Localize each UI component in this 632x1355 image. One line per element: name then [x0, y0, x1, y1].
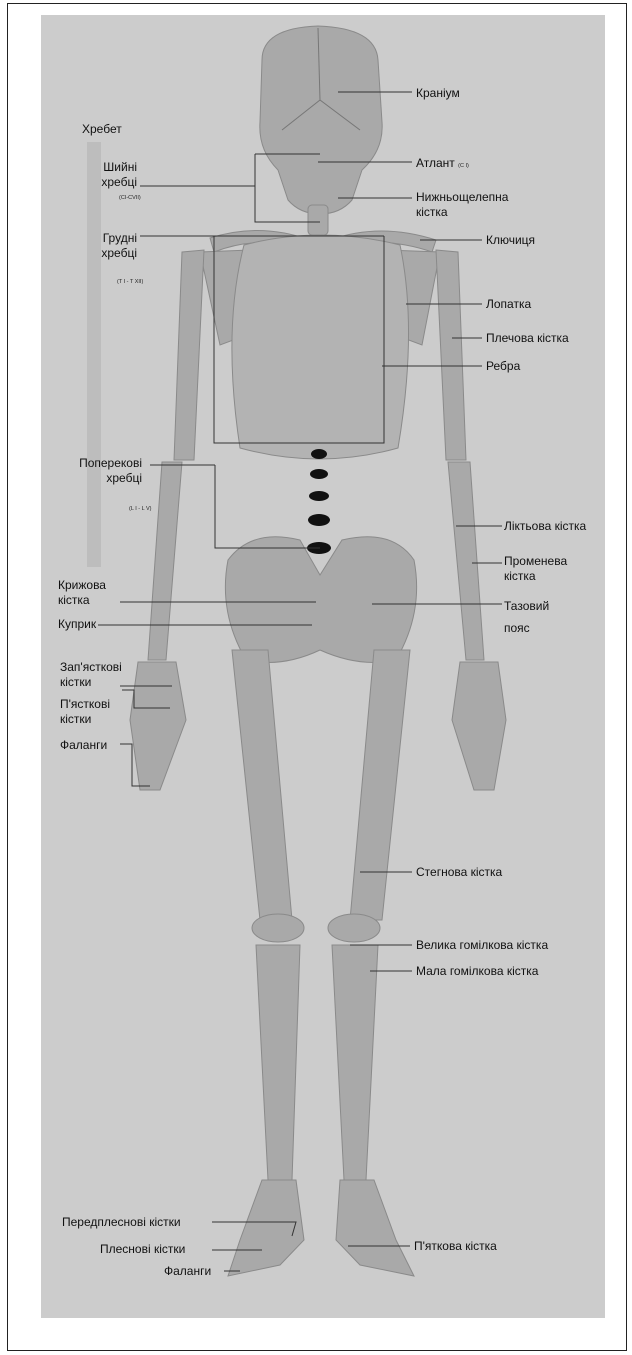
label-coccyx: Куприк — [58, 617, 96, 632]
label-tarsals: Передплеснові кістки — [62, 1215, 181, 1230]
right-femur — [350, 650, 410, 920]
label-ulna: Ліктьова кістка — [504, 519, 586, 534]
left-hand — [130, 662, 186, 790]
right-patella — [328, 914, 380, 942]
left-patella — [252, 914, 304, 942]
label-carpals: Зап'ясткові кістки — [60, 660, 122, 690]
label-spine: Хребет — [82, 122, 122, 137]
left-foot — [228, 1180, 304, 1276]
left-humerus — [174, 250, 204, 460]
label-cranium: Краніум — [416, 86, 460, 101]
label-lumbar: Поперекові хребці — [58, 456, 142, 486]
label-thoracic-range: (T I - T XII) — [117, 278, 143, 286]
label-metacarpals: П'ясткові кістки — [60, 697, 110, 727]
label-thoracic: Грудні хребці — [77, 231, 137, 261]
pelvis-shape — [225, 537, 416, 663]
label-atlas-text: Атлант — [416, 156, 455, 170]
right-hand — [452, 662, 506, 790]
right-foot — [336, 1180, 414, 1276]
left-femur — [232, 650, 292, 920]
left-forearm — [148, 462, 182, 660]
right-tibia — [332, 945, 378, 1180]
label-sacrum: Крижова кістка — [58, 578, 106, 608]
label-phalanges-hand: Фаланги — [60, 738, 107, 753]
right-humerus — [436, 250, 466, 460]
label-phalanges-foot: Фаланги — [164, 1264, 211, 1279]
label-clavicle: Ключиця — [486, 233, 535, 248]
label-tibia: Велика гомілкова кістка — [416, 938, 548, 953]
label-fibula: Мала гомілкова кістка — [416, 964, 538, 979]
label-cervical: Шийні хребці — [77, 160, 137, 190]
label-humerus: Плечова кістка — [486, 331, 569, 346]
label-ribs: Ребра — [486, 359, 520, 374]
label-cervical-range: (CI-CVII) — [119, 194, 141, 202]
label-scapula: Лопатка — [486, 297, 531, 312]
label-mandible: Нижньощелепна кістка — [416, 190, 508, 220]
skull-shape — [260, 26, 382, 214]
neck-vertebrae — [308, 205, 328, 235]
rib-cage — [232, 235, 409, 459]
label-pelvis: Тазовий пояс — [504, 595, 549, 639]
label-femur: Стегнова кістка — [416, 865, 502, 880]
label-atlas-sub: (C I) — [458, 163, 469, 169]
label-radius: Променева кістка — [504, 554, 567, 584]
label-atlas: Атлант (C I) — [416, 156, 469, 171]
label-metatarsals: Плеснові кістки — [100, 1242, 185, 1257]
left-tibia — [256, 945, 300, 1180]
right-forearm — [448, 462, 484, 660]
label-lumbar-range: (L I - L V) — [129, 505, 152, 513]
label-calcaneus: П'яткова кістка — [414, 1239, 497, 1254]
